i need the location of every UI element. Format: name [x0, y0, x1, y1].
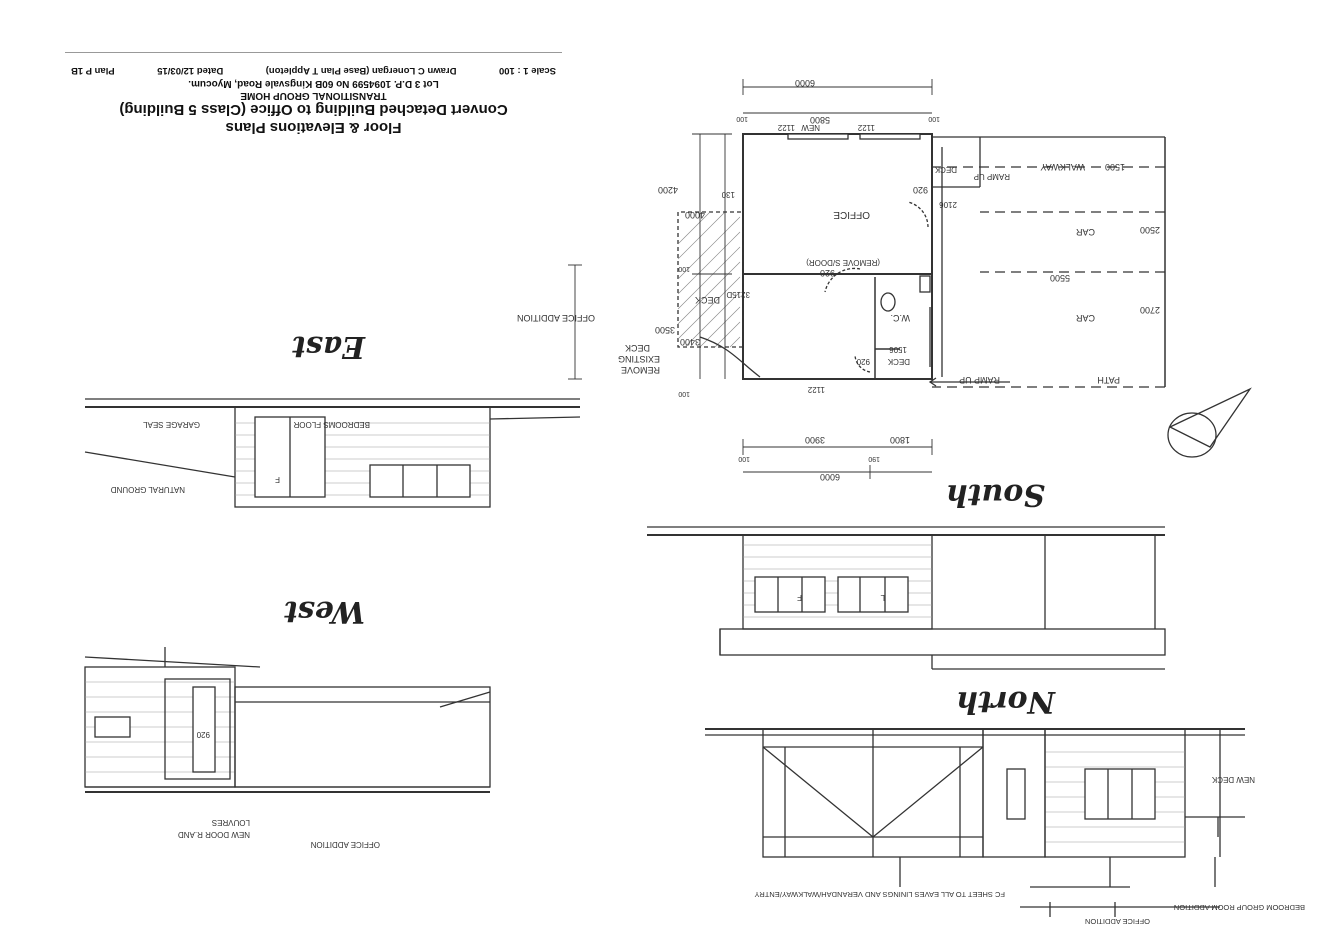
deck-right-label: DECK	[934, 165, 957, 174]
ramp-up-label-2: RAMP UP	[959, 375, 1000, 385]
dim-100-e: 100	[738, 455, 750, 462]
dim-3900: 3900	[805, 435, 825, 445]
south-elevation	[647, 526, 1166, 670]
dim-2700: 2700	[1140, 305, 1160, 315]
natural-ground-note: NATURAL GROUND	[111, 485, 185, 494]
new-door-note: NEW DOOR R.AND	[178, 830, 250, 839]
louvres-note: LOUVRES	[212, 818, 250, 827]
east-elevation-title: East	[292, 329, 366, 364]
north-elevation	[705, 728, 1245, 917]
dim-1506: 1506	[889, 345, 907, 354]
bedroom-group-note: BEDROOM GROUP ROOM ADDITION	[1174, 903, 1305, 912]
deck-plan-label: DECK	[695, 295, 720, 305]
west-elevation	[84, 647, 491, 793]
south-elevation-title: South	[946, 477, 1045, 512]
ramp-up-label: RAMP UP	[974, 172, 1010, 181]
dim-190: 190	[868, 455, 880, 462]
remove-existing-line1: REMOVE	[621, 365, 660, 375]
dim-4200: 4200	[658, 185, 678, 195]
path-label: PATH	[1097, 375, 1120, 385]
dim-920-b: 920	[820, 268, 835, 278]
dim-920-a: 920	[913, 185, 928, 195]
deck-label: DECK	[887, 357, 910, 366]
west-elevation-title: West	[284, 594, 365, 629]
dim-1800: 1800	[890, 435, 910, 445]
window-f-south: F	[797, 593, 802, 602]
dim-3500: 3500	[655, 325, 675, 335]
office-label: OFFICE	[833, 209, 870, 220]
office-addition-north-note: OFFICE ADDITION	[1085, 917, 1150, 926]
dim-100-a: 100	[928, 115, 940, 122]
new-deck-note: NEW DECK	[1211, 775, 1255, 784]
window-size-3: 1122	[807, 385, 825, 394]
north-elevation-title: North	[956, 684, 1056, 719]
dim-6000-bottom: 6000	[820, 472, 840, 482]
dim-3215: 3215D	[726, 290, 750, 299]
window-size-1: 1122	[777, 123, 795, 132]
dim-920-c: 920	[856, 357, 870, 366]
remove-door-note: (REMOVE S/DOOR)	[806, 258, 880, 267]
dim-4000: 4000	[685, 210, 705, 220]
fc-sheet-note: FC SHEET TO ALL EAVES LININGS AND VERAND…	[755, 890, 1006, 899]
dim-1500: 1500	[1105, 162, 1125, 172]
door-920-note: 920	[196, 730, 210, 739]
walkway-label: WALKWAY	[1040, 162, 1085, 172]
north-arrow	[1167, 387, 1252, 458]
floor-plan	[568, 79, 1166, 479]
bedrooms-floor-note: BEDROOMS FLOOR	[293, 420, 370, 429]
car-label-2: CAR	[1075, 313, 1095, 323]
dim-100-b: 100	[736, 115, 748, 122]
dim-2106: 2106	[939, 200, 957, 209]
dim-2500: 2500	[1140, 225, 1160, 235]
dim-6000-top: 6000	[795, 78, 815, 88]
office-addition-west-note: OFFICE ADDITION	[310, 840, 380, 849]
window-size-2: 1122	[857, 123, 875, 132]
dim-130: 130	[721, 190, 735, 199]
east-elevation	[84, 398, 581, 508]
new-window-label-1: NEW	[801, 123, 820, 132]
dim-5500: 5500	[1050, 273, 1070, 283]
window-f-east: F	[275, 475, 280, 484]
office-addition-label: OFFICE ADDITION	[517, 313, 595, 323]
wc-label: W.C.	[891, 313, 911, 323]
dim-3400: 3400	[680, 337, 700, 347]
dim-5800: 5800	[810, 115, 830, 125]
remove-existing-line2: EXISTING	[618, 354, 660, 364]
dim-100-c: 100	[678, 265, 690, 272]
remove-existing-line3: DECK	[625, 343, 650, 353]
window-l-south: L	[880, 593, 885, 602]
dim-100-d: 100	[678, 390, 690, 397]
car-label-1: CAR	[1075, 227, 1095, 237]
garage-seal-note: GARAGE SEAL	[143, 420, 200, 429]
